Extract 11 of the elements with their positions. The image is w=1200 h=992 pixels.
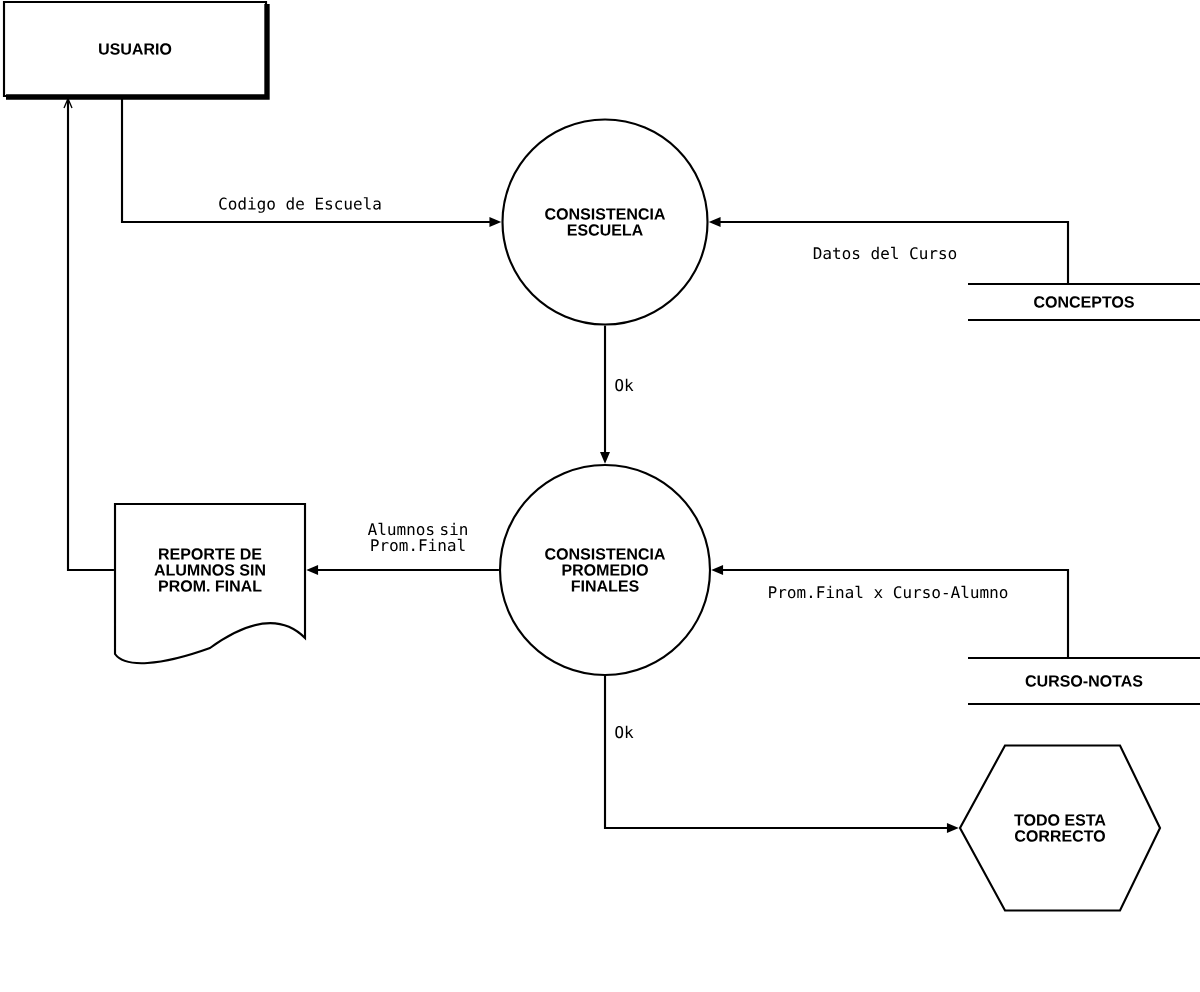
edge-label: Codigo de Escuela [219,197,381,213]
edge-label: Alumnos sin Prom.Final [367,522,467,552]
data-store: CURSO-NOTAS [968,656,1200,706]
edge-label: Datos del Curso [813,246,957,260]
data-store: CONCEPTOS [968,282,1200,322]
entity-box: USUARIO [2,0,270,100]
edge-label: Ok [615,725,634,739]
edge-label: Ok [615,378,634,392]
arrow [63,97,114,572]
edge-label: Prom.Final x Curso-Alumno [769,585,1008,599]
terminal-hexagon: TODO ESTA CORRECTO [958,744,1162,912]
